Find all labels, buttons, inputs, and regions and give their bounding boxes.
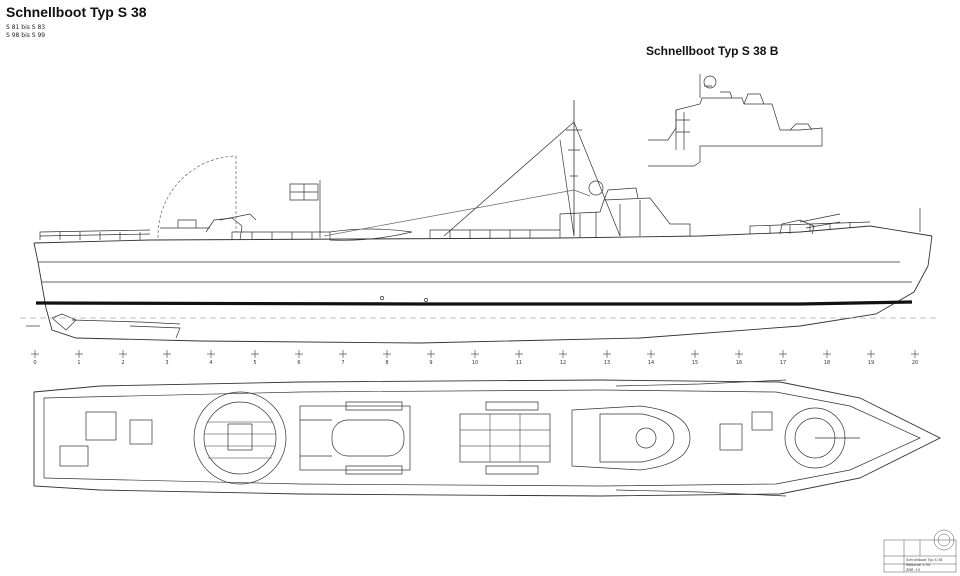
frame-label: 0 <box>33 360 37 366</box>
title-block-sheet: ZNR. 13 <box>906 568 921 572</box>
frame-label: 10 <box>471 360 479 366</box>
frame-label: 20 <box>911 360 919 366</box>
frame-label: 13 <box>603 360 611 366</box>
inset-bridge-view <box>648 74 823 167</box>
side-elevation <box>26 100 933 344</box>
frame-label: 17 <box>779 360 787 366</box>
inset-title: Schnellboot Typ S 38 B <box>646 44 779 58</box>
boot-stripe <box>35 300 913 306</box>
title-block <box>883 529 957 573</box>
frame-label: 18 <box>823 360 831 366</box>
plan-view <box>33 379 942 497</box>
frame-label: 1 <box>77 360 81 366</box>
frame-label: 5 <box>253 360 257 366</box>
frame-label: 11 <box>515 360 523 366</box>
frame-ticks <box>31 350 919 358</box>
frame-label: 16 <box>735 360 743 366</box>
title-block-scale: Maßstab 1:50 <box>906 563 930 567</box>
frame-label: 4 <box>209 360 213 366</box>
title-block-name: Schnellboot Typ S 38 <box>906 558 943 562</box>
frame-label: 7 <box>341 360 345 366</box>
frame-label: 14 <box>647 360 655 366</box>
frame-label: 15 <box>691 360 699 366</box>
frame-label: 8 <box>385 360 389 366</box>
frame-label: 3 <box>165 360 169 366</box>
drawing-title: Schnellboot Typ S 38 <box>6 4 147 20</box>
frame-label: 9 <box>429 360 433 366</box>
variant-range-2: S 98 bis S 99 <box>6 32 46 39</box>
variant-range-1: S 81 bis S 83 <box>6 24 46 31</box>
frame-label: 19 <box>867 360 875 366</box>
frame-label: 2 <box>121 360 125 366</box>
frame-label: 6 <box>297 360 301 366</box>
frame-label: 12 <box>559 360 567 366</box>
